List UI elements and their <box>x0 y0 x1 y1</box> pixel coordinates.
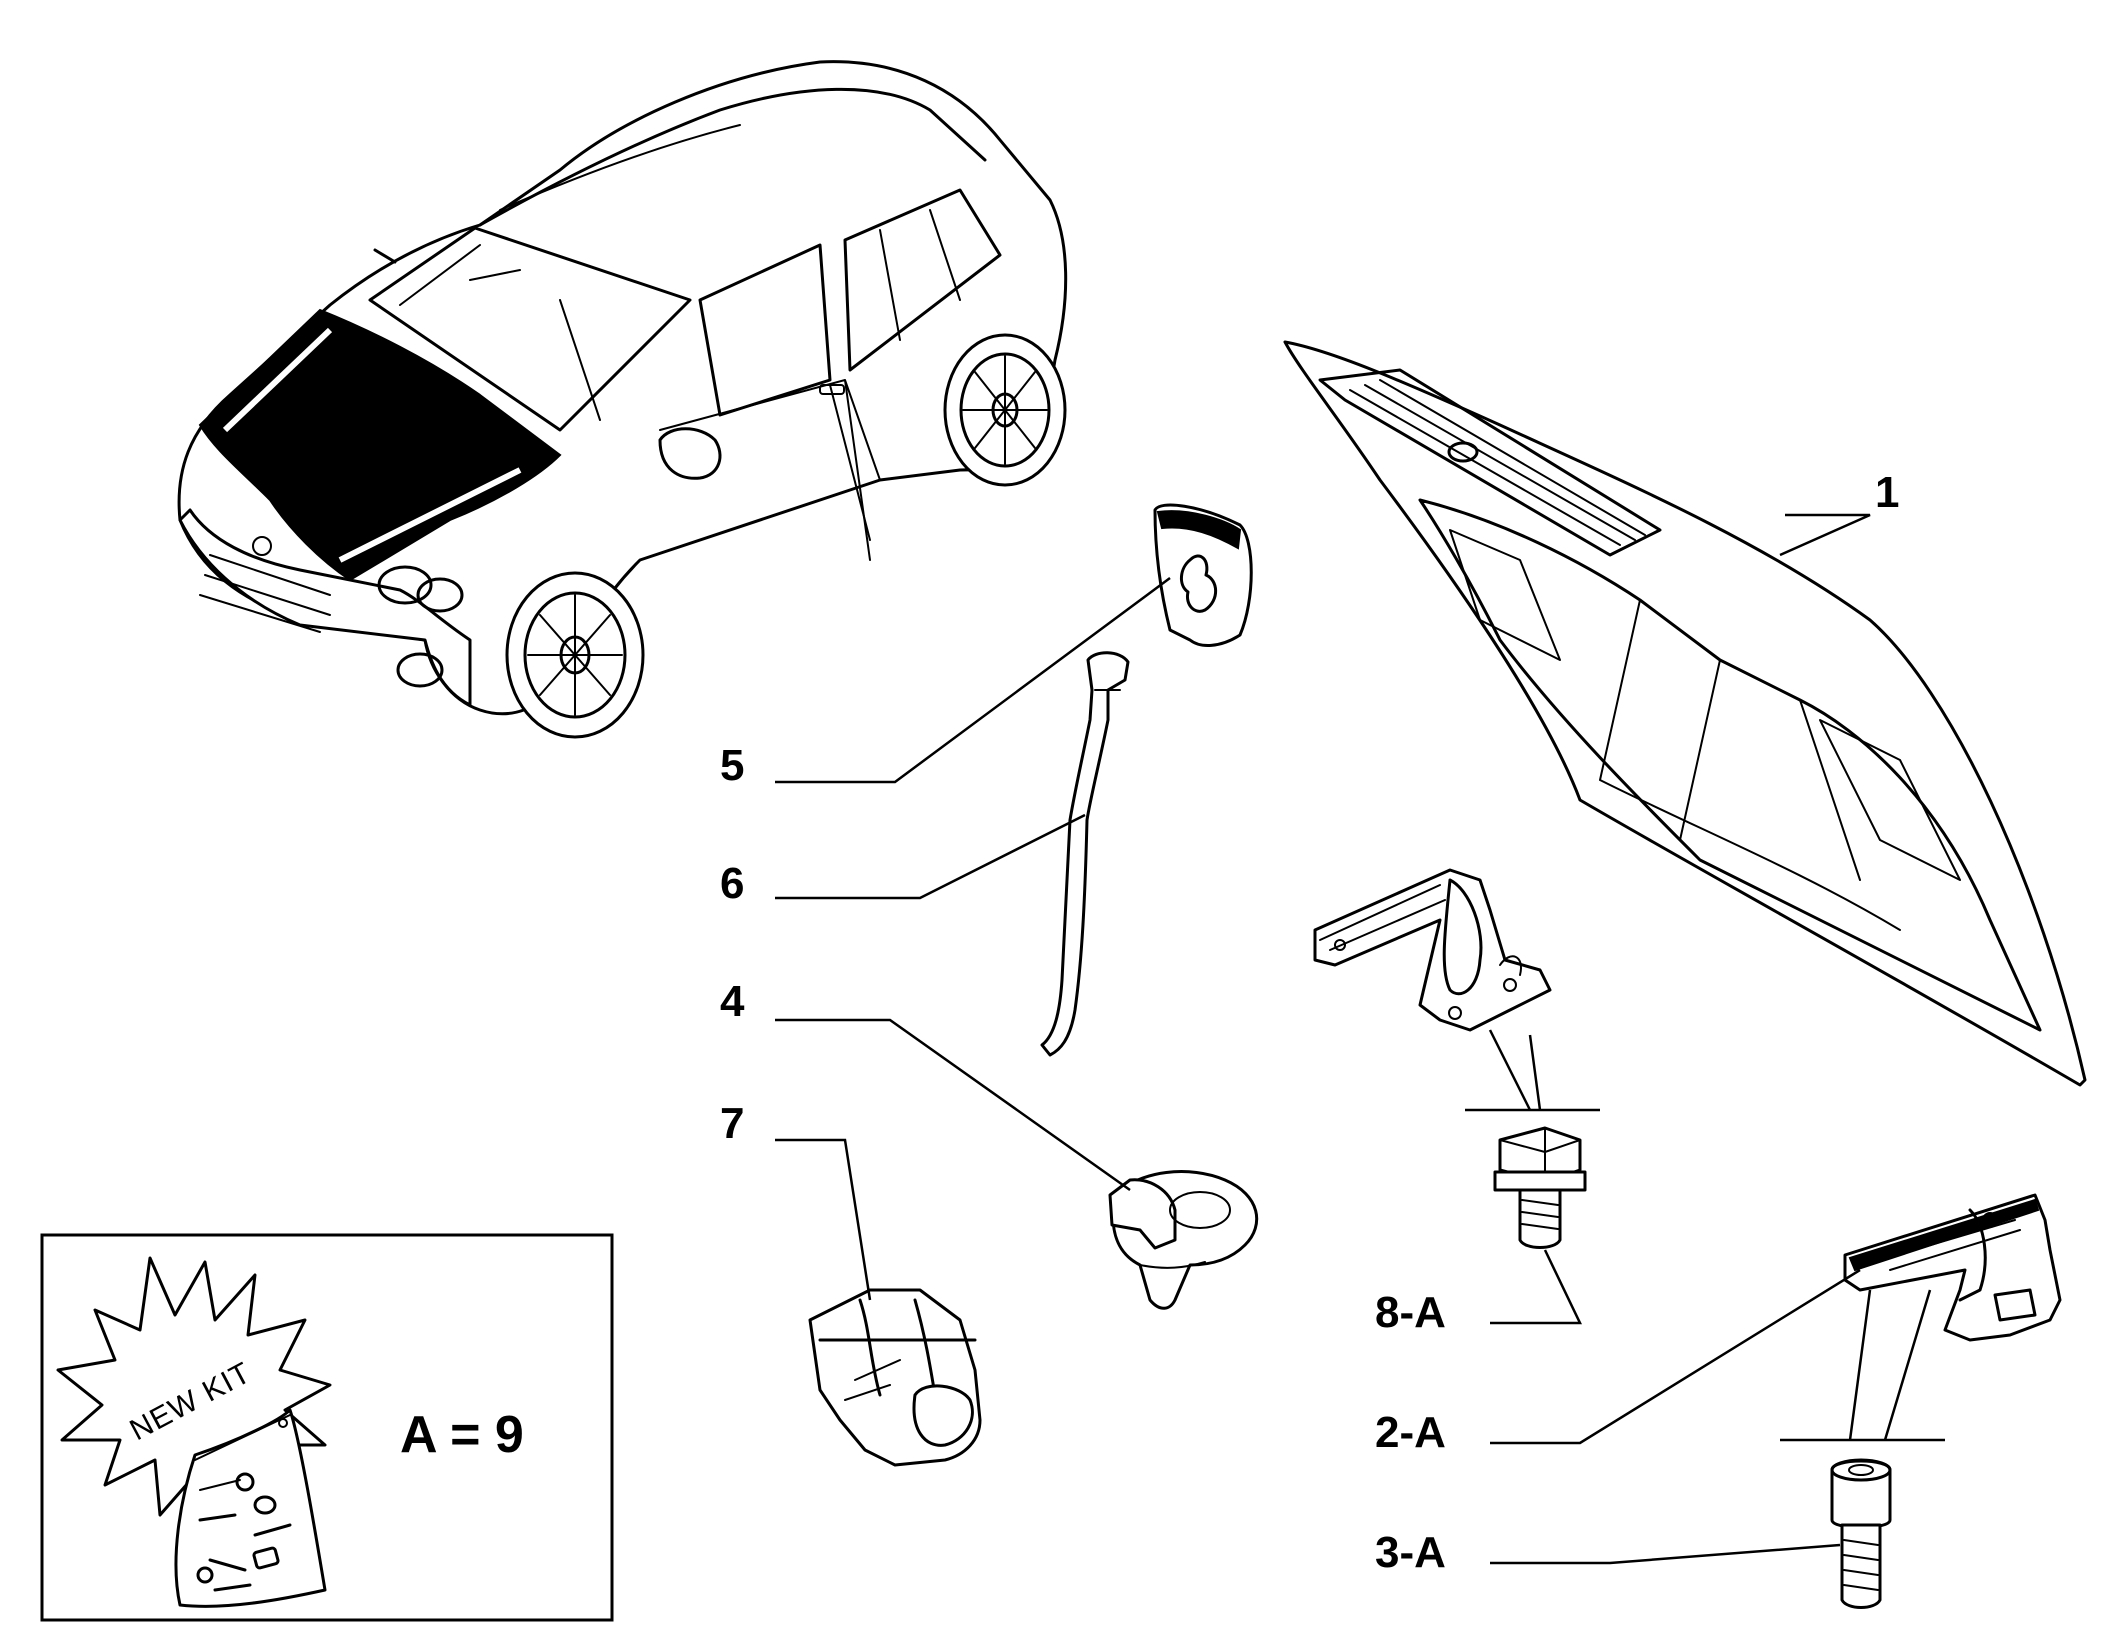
leader-5 <box>775 576 1171 784</box>
leader-lines <box>775 513 1871 1565</box>
callout-6: 6 <box>720 859 744 908</box>
hardware-bag-icon <box>174 1408 327 1608</box>
hinge-lower-leaders <box>1780 1289 1945 1442</box>
callout-2-A: 2-A <box>1375 1408 1446 1457</box>
leader-7 <box>775 1138 872 1301</box>
leader-8A <box>1490 1249 1582 1325</box>
rear-wheel <box>943 333 1067 487</box>
kit-equation: A = 9 <box>400 1406 524 1464</box>
callout-8-A: 8-A <box>1375 1288 1446 1337</box>
callout-labels: 1 5 6 4 7 8-A 2-A 3-A <box>720 468 1899 1577</box>
rubber-pad-part-5 <box>1153 503 1253 647</box>
hex-bolt-part-8 <box>1493 1126 1587 1249</box>
front-wheel <box>505 571 645 739</box>
clip-part-7 <box>808 1288 982 1467</box>
prop-rod-part-6 <box>1040 651 1130 1057</box>
hinge-lower <box>1843 1193 2062 1342</box>
kit-box: NEW KIT A = 9 <box>40 1233 614 1622</box>
callout-3-A: 3-A <box>1375 1528 1446 1577</box>
hinge-upper <box>1313 868 1552 1032</box>
leader-3A <box>1490 1543 1841 1565</box>
callout-4: 4 <box>720 977 745 1026</box>
callout-1: 1 <box>1875 468 1899 517</box>
bonnet-panel-icon <box>1283 340 2087 1087</box>
leader-4 <box>775 1018 1131 1192</box>
leader-1 <box>1779 513 1871 557</box>
leader-6 <box>775 813 1086 900</box>
leader-2A <box>1490 1268 1861 1445</box>
callout-5: 5 <box>720 741 744 790</box>
hinge-upper-leaders <box>1465 1029 1600 1112</box>
socket-bolt-part-3 <box>1830 1458 1892 1609</box>
callout-7: 7 <box>720 1099 744 1148</box>
car-illustration-icon <box>177 60 1068 739</box>
bonnet-catch-part-4 <box>1108 1170 1259 1310</box>
